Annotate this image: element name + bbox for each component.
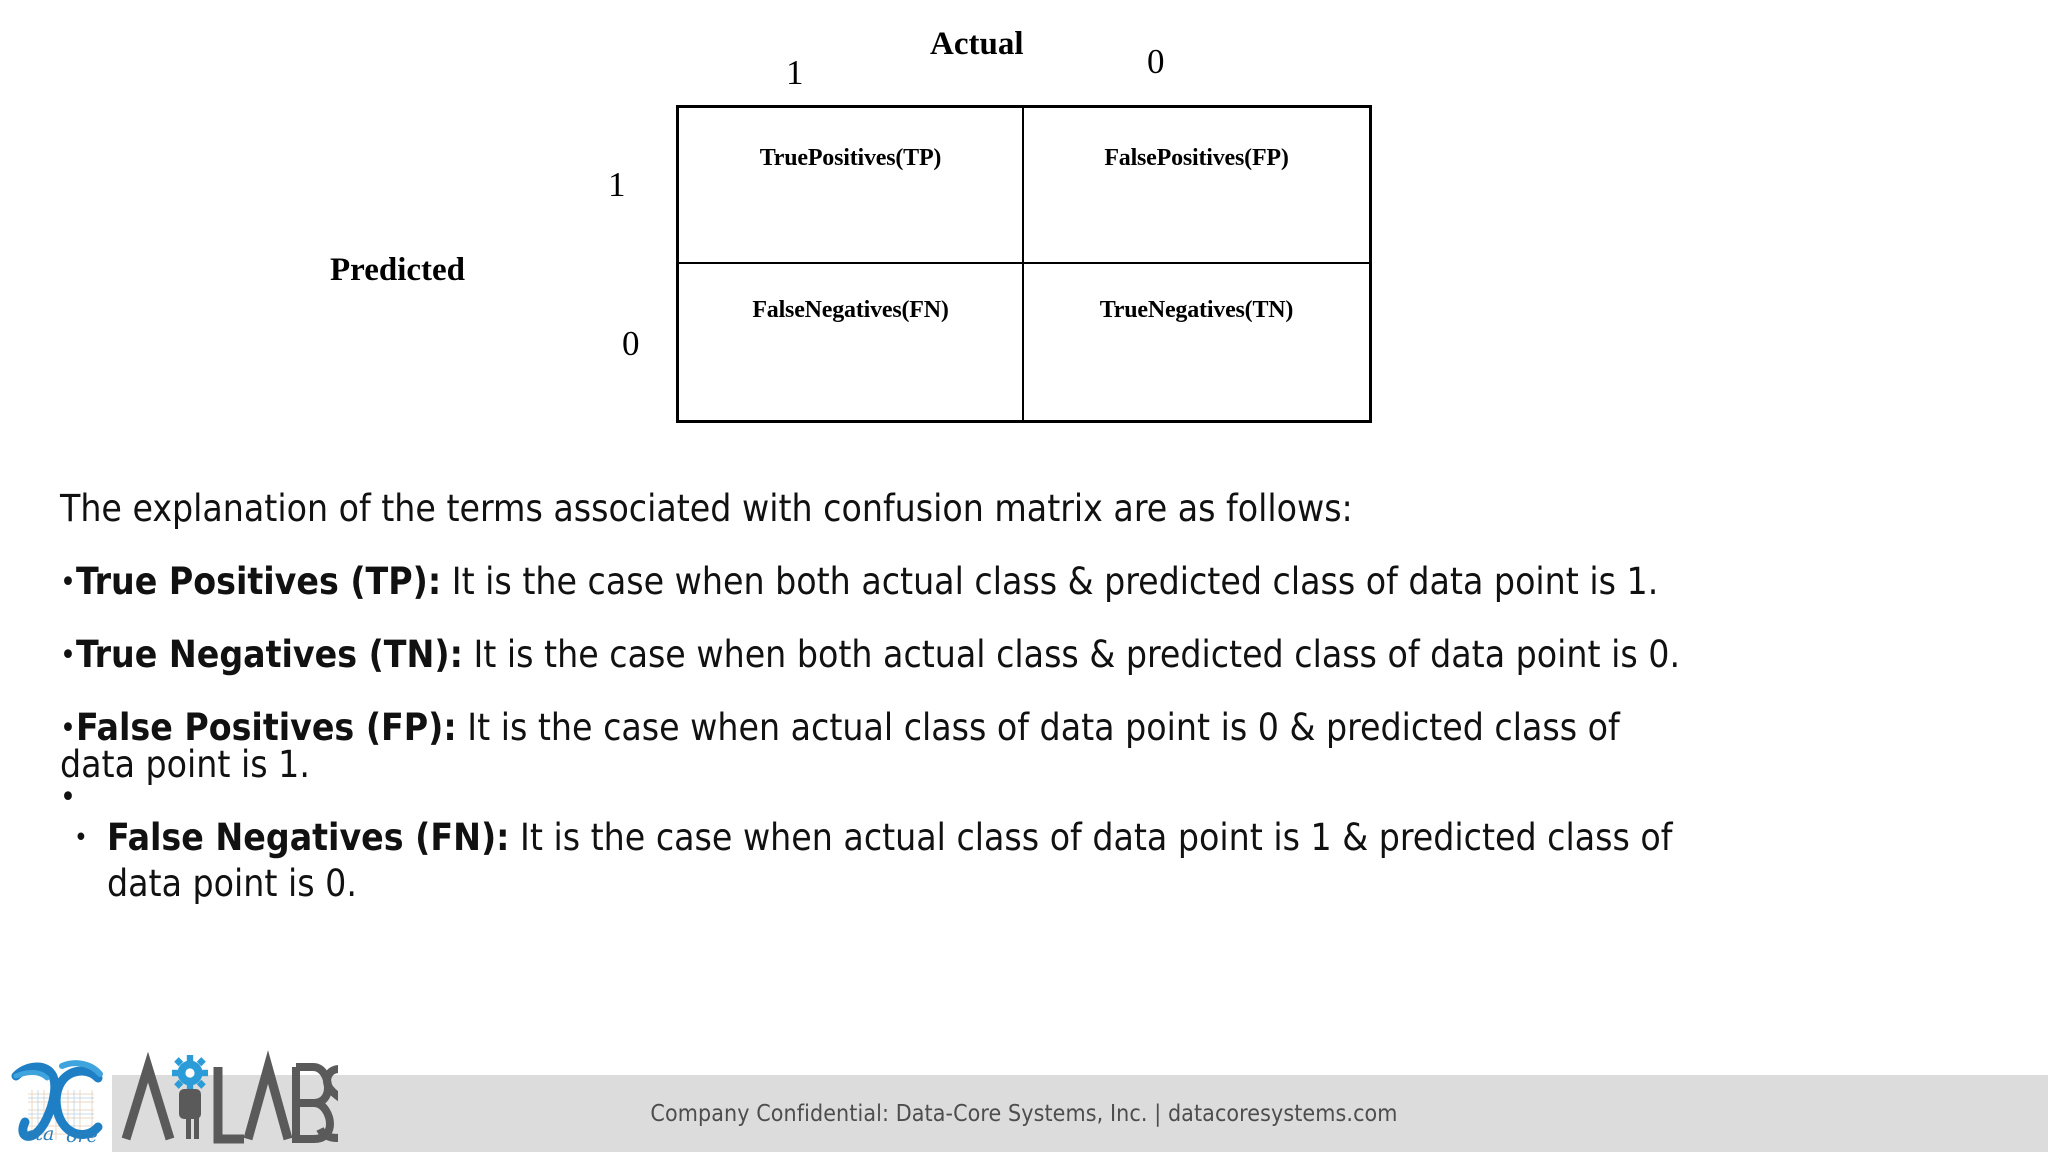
ai-labs-logo [121, 1050, 338, 1144]
footer-confidential-text: Company Confidential: Data-Core Systems,… [650, 1100, 1398, 1127]
bullet-text: It is the case when both actual class & … [441, 560, 1659, 603]
confusion-matrix-figure: Actual Predicted 1 0 1 0 TruePositives(T… [0, 0, 2048, 430]
datacore-logo: ata ore [11, 1060, 103, 1147]
matrix-cell-label: FalsePositives(FP) [1104, 145, 1289, 171]
matrix-column-axis-title: Actual [930, 26, 1024, 62]
matrix-cell-true-negatives: TrueNegatives(TN) [1024, 264, 1369, 420]
bullet-text: It is the case when both actual class & … [462, 633, 1681, 676]
gear-icon [172, 1055, 208, 1091]
matrix-cell-label: TruePositives(TP) [759, 145, 942, 171]
spacer [60, 600, 2020, 636]
matrix-row-axis-title: Predicted [330, 252, 466, 288]
bullet-dot-icon: • [60, 780, 76, 815]
matrix-column-tick-1: 1 [786, 53, 804, 92]
bullet-item-empty: • [60, 783, 2020, 817]
explanation-body: The explanation of the terms associated … [60, 490, 2020, 902]
spacer [60, 673, 2020, 709]
svg-text:ore: ore [66, 1125, 98, 1147]
matrix-row-tick-0: 0 [622, 324, 640, 363]
bullet-dot-icon: • [60, 638, 76, 673]
bullet-text: It is the case when actual class of data… [456, 706, 1620, 749]
bullet-text: It is the case when actual class of data… [509, 816, 1673, 859]
spacer [60, 527, 2020, 563]
svg-text:ata: ata [24, 1123, 54, 1145]
bullet-text-line2: data point is 1. [60, 743, 310, 786]
bullet-item-false-positives: •False Positives (FP): It is the case wh… [60, 709, 2020, 783]
bullet-body: False Negatives (FN): It is the case whe… [107, 819, 2020, 902]
matrix-cell-false-negatives: FalseNegatives(FN) [679, 264, 1024, 420]
slide-footer: Company Confidential: Data-Core Systems,… [0, 1040, 2048, 1152]
matrix-cell-true-positives: TruePositives(TP) [679, 108, 1024, 264]
bullet-dot-icon: • [60, 711, 76, 746]
matrix-column-tick-0: 0 [1147, 42, 1165, 81]
bullet-label: True Negatives (TN): [75, 633, 463, 676]
matrix-cell-label: FalseNegatives(FN) [752, 297, 949, 323]
confusion-matrix-table: TruePositives(TP) FalsePositives(FP) Fal… [676, 105, 1372, 423]
bullet-label: False Positives (FP): [75, 706, 457, 749]
person-icon [179, 1089, 201, 1139]
bullet-label: True Positives (TP): [75, 560, 442, 603]
bullet-item-true-positives: •True Positives (TP): It is the case whe… [60, 563, 2020, 600]
footer-bar [0, 1075, 2048, 1152]
matrix-cell-false-positives: FalsePositives(FP) [1024, 108, 1369, 264]
bullet-text-line2: data point is 0. [107, 862, 357, 905]
bullet-item-false-negatives: • False Negatives (FN): It is the case w… [60, 819, 2020, 902]
bullet-dot-icon: • [60, 565, 76, 600]
intro-paragraph: The explanation of the terms associated … [60, 487, 1353, 530]
matrix-row-tick-1: 1 [608, 165, 626, 204]
bullet-item-true-negatives: •True Negatives (TN): It is the case whe… [60, 636, 2020, 673]
matrix-cell-label: TrueNegatives(TN) [1099, 297, 1294, 323]
bullet-dot-icon: • [74, 823, 88, 853]
bullet-label: False Negatives (FN): [107, 816, 510, 859]
